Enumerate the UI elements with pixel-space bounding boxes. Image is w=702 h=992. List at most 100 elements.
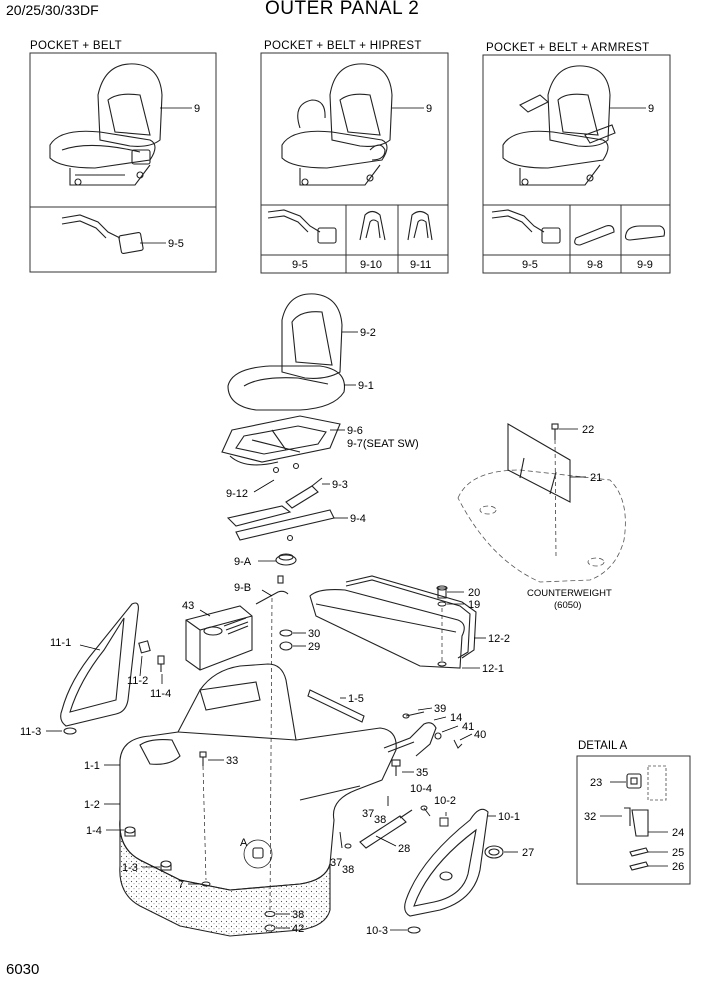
pin-39 xyxy=(402,711,425,719)
grommet-27 xyxy=(484,845,504,859)
callout-9-12: 9-12 xyxy=(226,488,248,500)
counterweight-ref: (6050) xyxy=(554,600,581,611)
callout-9-1: 9-1 xyxy=(358,380,374,392)
option-box-2 xyxy=(260,52,449,274)
seat-frame-9-6 xyxy=(221,415,341,474)
callout-9-4: 9-4 xyxy=(350,513,366,525)
callout-9: 9 xyxy=(194,103,200,115)
callout-20: 20 xyxy=(468,587,480,599)
callout-38: 38 xyxy=(292,909,304,921)
callout-11-2: 11-2 xyxy=(127,675,148,687)
callout-14: 14 xyxy=(450,712,462,724)
bolt-10-4 xyxy=(420,805,431,817)
armrest-illustration-9-8 xyxy=(574,225,615,246)
nut-42 xyxy=(264,924,276,932)
hiprest-illustration-9-11 xyxy=(407,210,433,241)
counterweight-outline xyxy=(457,469,626,583)
callout-11-3: 11-3 xyxy=(20,726,41,738)
callout-9: 9 xyxy=(426,103,432,115)
bracket-21 xyxy=(507,423,571,503)
gas-spring-28 xyxy=(359,809,413,849)
option-3-title: POCKET + BELT + ARMREST xyxy=(486,42,650,54)
callout-32: 32 xyxy=(584,811,596,823)
callout-A: A xyxy=(240,837,248,849)
callout-23: 23 xyxy=(590,777,602,789)
detail-a-latch xyxy=(624,765,667,871)
callout-1-1: 1-1 xyxy=(84,760,100,772)
callout-9-B: 9-B xyxy=(234,582,251,594)
cap-29 xyxy=(279,641,293,651)
callout-29: 29 xyxy=(308,641,320,653)
latch-A xyxy=(243,839,273,869)
side-cover-10-1 xyxy=(404,808,489,934)
callout-41: 41 xyxy=(462,721,474,733)
callout-21: 21 xyxy=(590,472,602,484)
bolt-7 xyxy=(201,881,211,887)
callout-33: 33 xyxy=(226,755,238,767)
callout-12-2: 12-2 xyxy=(488,633,510,645)
bolt-22 xyxy=(551,423,559,440)
hood-base-1-2 xyxy=(119,819,331,937)
seat-damper-9-3 xyxy=(285,477,323,509)
bolt-35 xyxy=(391,759,401,776)
part-label-9-11: 9-11 xyxy=(410,259,431,271)
callout-37: 37 xyxy=(330,857,342,869)
callout-9-7: 9-7(SEAT SW) xyxy=(347,438,419,450)
callout-9-3: 9-3 xyxy=(332,479,348,491)
callout-40: 40 xyxy=(474,729,486,741)
page-title: OUTER PANAL 2 xyxy=(265,0,420,19)
clip-10-2 xyxy=(439,817,449,827)
washer-38-lower xyxy=(264,911,276,917)
callout-10-2: 10-2 xyxy=(434,795,456,807)
screw-11-4 xyxy=(157,655,165,672)
side-panel-11-1 xyxy=(60,602,139,735)
knob-20 xyxy=(436,585,448,599)
callout-30: 30 xyxy=(308,628,320,640)
seatbelt-illustration-2 xyxy=(267,209,337,244)
callout-9-5: 9-5 xyxy=(168,238,184,250)
seat-cushion-9-1 xyxy=(227,365,346,411)
callout-28: 28 xyxy=(398,843,410,855)
callout-9-6: 9-6 xyxy=(347,425,363,437)
seat-illustration-1 xyxy=(49,63,163,186)
option-2-title: POCKET + BELT + HIPREST xyxy=(264,40,422,52)
callout-11-1: 11-1 xyxy=(50,637,71,649)
option-box-3 xyxy=(482,54,671,274)
callout-24: 24 xyxy=(672,827,684,839)
seat-switch-wire-9-B xyxy=(255,575,289,605)
page-number: 6030 xyxy=(6,961,40,978)
callout-9: 9 xyxy=(648,103,654,115)
detail-a-title: DETAIL A xyxy=(578,740,628,752)
model-label: 20/25/30/33DF xyxy=(6,2,99,18)
callout-1-5: 1-5 xyxy=(348,693,364,705)
bracket-14 xyxy=(383,722,442,757)
callout-9-2: 9-2 xyxy=(360,327,376,339)
option-box-1 xyxy=(29,52,217,273)
option-1-title: POCKET + BELT xyxy=(30,40,122,52)
cap-30 xyxy=(279,629,293,637)
callout-7: 7 xyxy=(178,879,184,891)
bumper-1-4 xyxy=(124,826,136,837)
callout-38: 38 xyxy=(342,864,354,876)
armrest-illustration-9-9 xyxy=(624,225,666,241)
callout-26: 26 xyxy=(672,861,684,873)
hiprest-illustration-9-10 xyxy=(359,210,386,241)
bolt-33 xyxy=(199,751,207,766)
callout-39: 39 xyxy=(434,703,446,715)
callout-10-4: 10-4 xyxy=(410,783,432,795)
detail-a-box xyxy=(576,755,691,885)
seat-back-9-2 xyxy=(281,293,343,379)
callout-35: 35 xyxy=(416,767,428,779)
callout-42: 42 xyxy=(292,923,304,935)
callout-1-4: 1-4 xyxy=(86,825,102,837)
clip-11-2 xyxy=(138,640,151,654)
bumper-1-3 xyxy=(160,860,172,871)
washer-19 xyxy=(437,601,447,607)
callout-38: 38 xyxy=(374,814,386,826)
rear-panel-12-1 xyxy=(309,589,465,669)
callout-10-1: 10-1 xyxy=(498,811,520,823)
callout-27: 27 xyxy=(522,847,534,859)
counterweight-label: COUNTERWEIGHT xyxy=(527,588,612,599)
strip-1-5 xyxy=(307,689,365,723)
